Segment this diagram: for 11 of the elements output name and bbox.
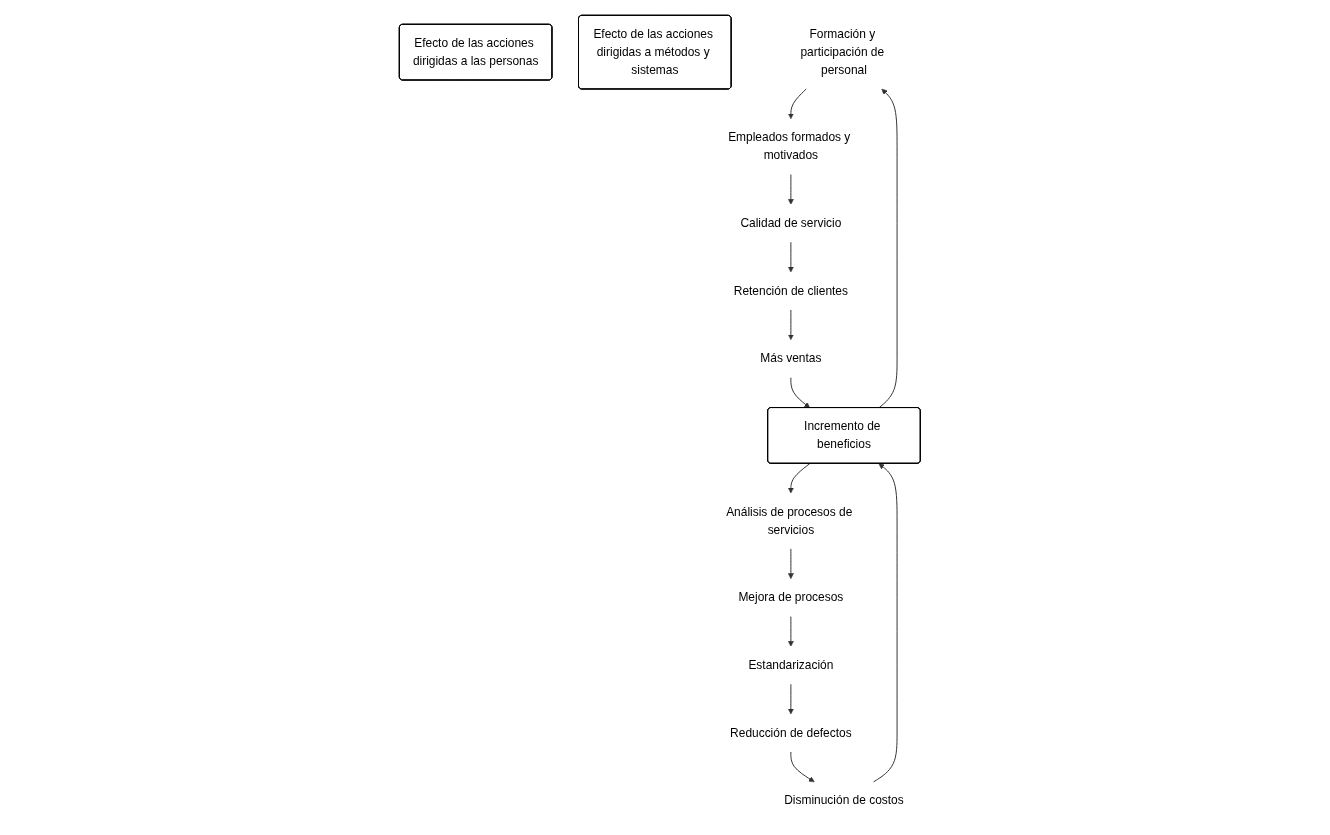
node-text: Empleados formados y motivados <box>728 130 851 162</box>
arrow <box>788 309 794 341</box>
node-text: Más ventas <box>760 351 822 366</box>
node-text: Retención de clientes <box>733 284 849 298</box>
node-text: Formación y participación de personal <box>800 27 885 77</box>
node-text: Reducción de defectos <box>730 726 852 740</box>
node-text: Disminución de costos <box>784 793 904 808</box>
node-text: Mejora de procesos <box>738 590 844 604</box>
node-text: Calidad de servicio <box>740 216 842 230</box>
node-text: Análisis de procesos de servicios <box>726 505 853 537</box>
node-text: Estandarización <box>748 658 834 672</box>
